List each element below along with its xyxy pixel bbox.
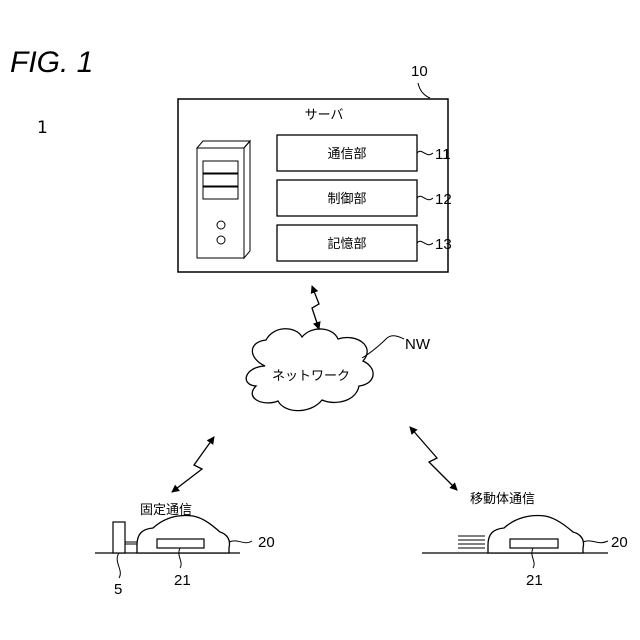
server-ref: 10 <box>411 63 428 80</box>
server-tower-icon <box>197 141 250 258</box>
mobile-link-arrow <box>410 427 457 490</box>
server-network-link-arrow <box>312 286 319 329</box>
fixed-car-ref: 20 <box>258 534 275 551</box>
unit-communication-leader <box>417 151 433 154</box>
unit-storage-ref: 13 <box>435 236 452 253</box>
mobile-onboard-device <box>510 539 558 548</box>
unit-storage-leader <box>417 241 433 244</box>
unit-storage-label: 記憶部 <box>327 236 366 252</box>
network-ref: NW <box>405 336 431 353</box>
system-ref: 1 <box>37 118 48 138</box>
fixed-device-ref: 21 <box>174 572 191 589</box>
unit-control-ref: 12 <box>435 191 452 208</box>
fixed-onboard-device <box>157 539 204 548</box>
unit-communication-ref: 11 <box>435 146 451 163</box>
charger-ref: 5 <box>114 581 122 598</box>
figure-title: FIG. 1 <box>10 46 93 79</box>
mobile-comm-label: 移動体通信 <box>470 492 535 507</box>
server-title: サーバ <box>305 108 344 123</box>
mobile-device-ref: 21 <box>526 572 543 589</box>
unit-control-leader <box>417 196 433 199</box>
unit-control: 制御部 12 <box>277 180 452 216</box>
motion-lines <box>458 536 485 548</box>
network-label: ネットワーク <box>272 369 350 384</box>
network-ref-leader <box>362 336 404 358</box>
mobile-car-ref-leader <box>583 541 608 543</box>
charger-ref-leader <box>117 553 120 578</box>
fixed-car-ref-leader <box>229 541 252 543</box>
unit-storage: 記憶部 13 <box>277 225 452 261</box>
mobile-car-ref: 20 <box>611 534 628 551</box>
unit-communication-label: 通信部 <box>327 147 366 162</box>
fixed-link-arrow <box>172 437 214 492</box>
unit-control-label: 制御部 <box>327 192 366 207</box>
charger-icon <box>113 522 125 553</box>
unit-communication: 通信部 11 <box>277 135 451 171</box>
server-ref-leader <box>418 83 430 98</box>
